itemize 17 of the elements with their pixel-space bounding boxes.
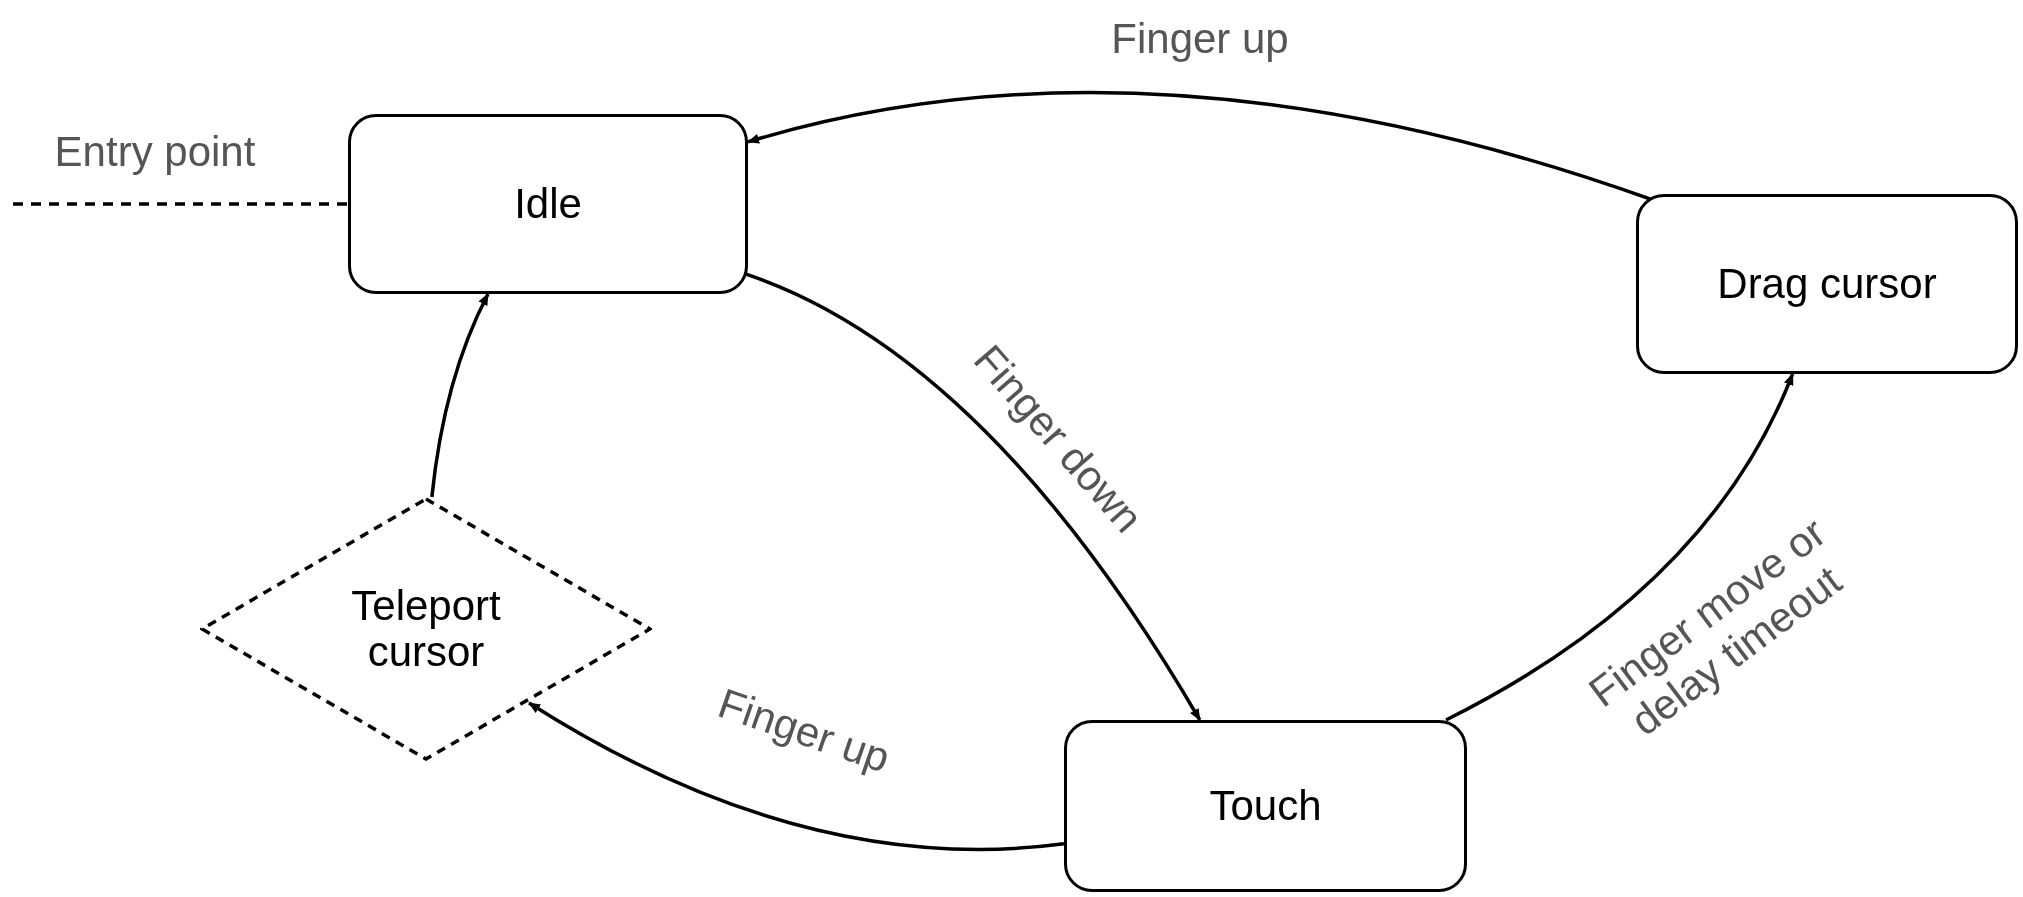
arrow — [745, 272, 1202, 721]
edge-label: Entry point — [54, 127, 256, 177]
arrow — [747, 90, 1652, 202]
edge-label: Finger up — [712, 679, 896, 783]
state-label: Teleport cursor — [350, 582, 502, 676]
state-label: Touch — [1209, 782, 1322, 830]
state-label: Drag cursor — [1717, 260, 1937, 308]
state-box — [348, 114, 748, 294]
decision-diamond — [200, 497, 652, 761]
state-box — [1064, 720, 1467, 892]
dashed-line — [13, 202, 348, 206]
edge-label: Finger up — [1111, 14, 1289, 64]
arrow — [528, 701, 1065, 852]
arrow — [1445, 373, 1795, 722]
state-label: Idle — [514, 180, 582, 228]
arrow — [430, 293, 490, 498]
state-box — [1636, 194, 2018, 374]
